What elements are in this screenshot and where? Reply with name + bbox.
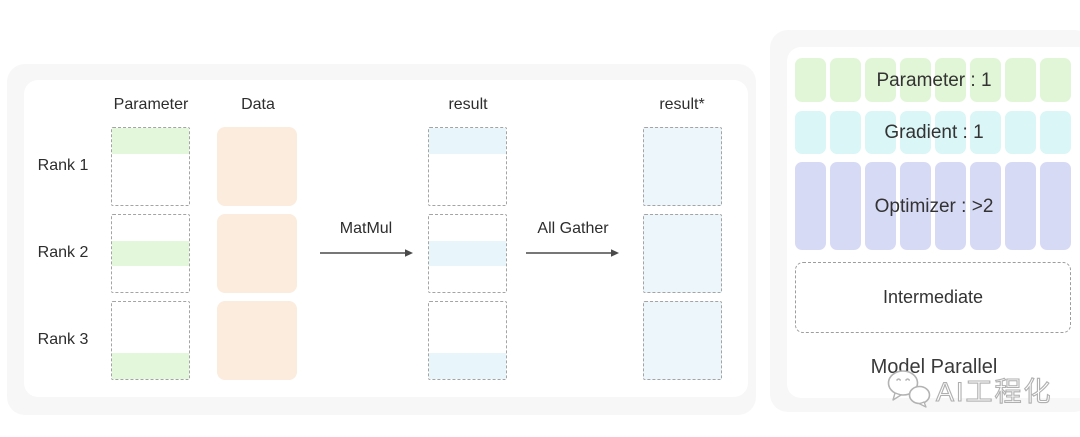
result-shard (429, 240, 506, 267)
legend-row-parameter (795, 58, 1073, 102)
result-box-rank2 (428, 214, 507, 293)
all-gather-label: All Gather (537, 220, 609, 237)
result-box-rank3 (428, 301, 507, 380)
legend-cell (795, 111, 826, 154)
column-header-data: Data (241, 96, 275, 113)
legend-cell (1040, 111, 1071, 154)
legend-cell (830, 111, 861, 154)
result-box-rank1 (428, 127, 507, 206)
legend-cell (865, 162, 896, 250)
legend-cell (795, 58, 826, 102)
rank-label-3: Rank 3 (37, 331, 89, 348)
legend-cell (935, 111, 966, 154)
rank-label-2: Rank 2 (37, 244, 89, 261)
watermark: AI工程化 (886, 368, 1053, 410)
legend-cell (1040, 162, 1071, 250)
intermediate-label: Intermediate (882, 287, 984, 307)
result-star-box-rank3 (643, 301, 722, 380)
legend-cell (900, 162, 931, 250)
parameter-box-rank1 (111, 127, 190, 206)
legend-cell (900, 111, 931, 154)
legend-cell (865, 111, 896, 154)
parameter-shard (112, 353, 189, 379)
data-box-rank1 (217, 127, 297, 206)
parameter-box-rank3 (111, 301, 190, 380)
legend-row-optimizer (795, 162, 1073, 250)
result-star-box-rank1 (643, 127, 722, 206)
legend-cell (865, 58, 896, 102)
intermediate-box: Intermediate (795, 262, 1071, 333)
parameter-shard (112, 240, 189, 267)
legend-cell (1040, 58, 1071, 102)
data-box-rank3 (217, 301, 297, 380)
result-shard (429, 353, 506, 379)
legend-cell (795, 162, 826, 250)
parameter-box-rank2 (111, 214, 190, 293)
legend-cell (1005, 111, 1036, 154)
wechat-icon (887, 370, 931, 408)
legend-cell (830, 162, 861, 250)
result-star-box-rank2 (643, 214, 722, 293)
parameter-shard (112, 128, 189, 154)
data-box-rank2 (217, 214, 297, 293)
legend-cell (1005, 58, 1036, 102)
matmul-label: MatMul (339, 220, 393, 237)
legend-cell (970, 162, 1001, 250)
legend-cell (970, 111, 1001, 154)
legend-cell (935, 58, 966, 102)
legend-cell (1005, 162, 1036, 250)
legend-cell (830, 58, 861, 102)
arrow-right-icon (320, 249, 413, 257)
column-header-result: result (448, 96, 488, 113)
rank-label-1: Rank 1 (37, 157, 89, 174)
legend-cell (935, 162, 966, 250)
result-shard (429, 128, 506, 154)
column-header-parameter: Parameter (113, 96, 189, 113)
arrow-right-icon (526, 249, 619, 257)
legend-cell (900, 58, 931, 102)
legend-cell (970, 58, 1001, 102)
column-header-result-star: result* (659, 96, 705, 113)
watermark-text: AI工程化 (935, 376, 1053, 407)
legend-row-gradient (795, 111, 1073, 154)
